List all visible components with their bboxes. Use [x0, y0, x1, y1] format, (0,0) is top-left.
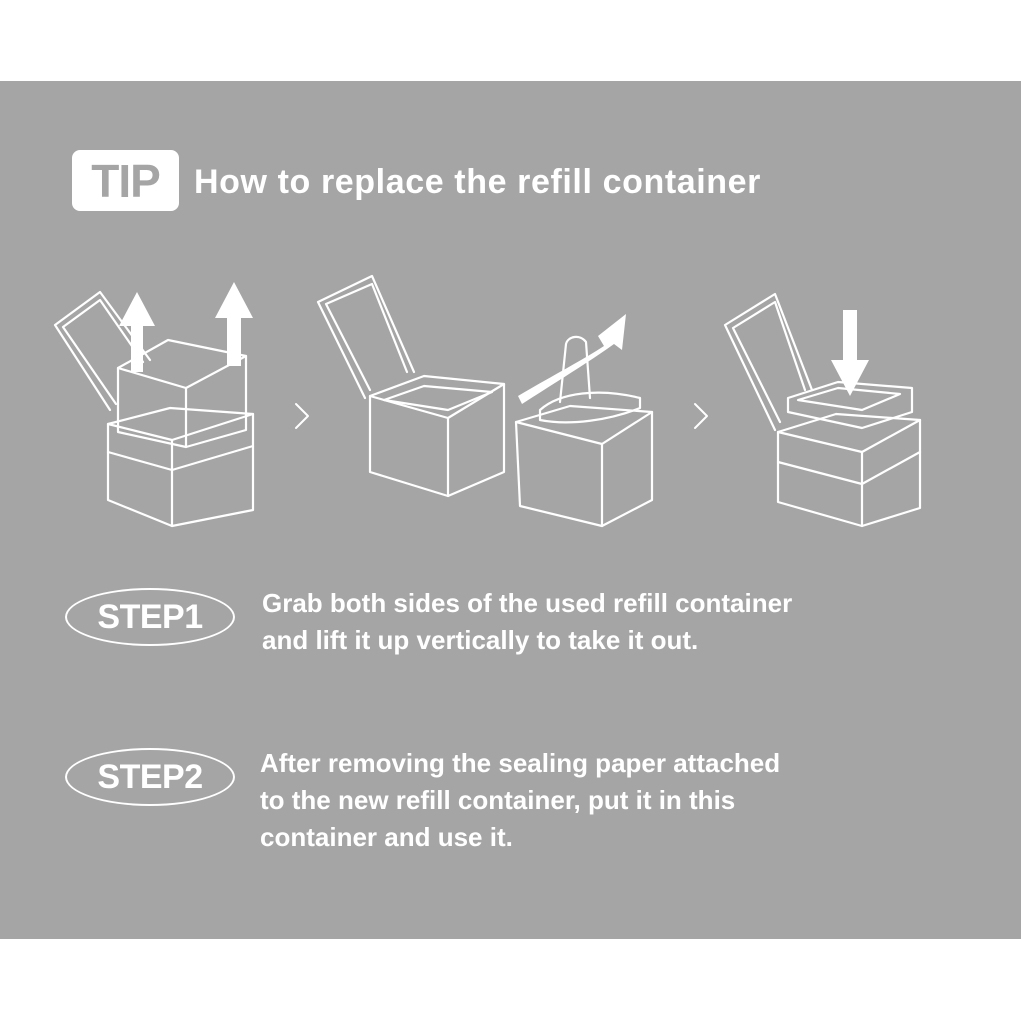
step2-line3: container and use it.	[260, 822, 513, 852]
arrow-up-icon	[215, 282, 253, 366]
container-peel-icon	[316, 274, 654, 528]
illustration-strip	[53, 274, 922, 528]
container-lift-icon	[53, 290, 255, 528]
step1-text: Grab both sides of the used refill conta…	[262, 585, 792, 659]
arrow-down-icon	[831, 310, 869, 396]
curved-arrow-icon	[518, 314, 626, 404]
step1-line2: and lift it up vertically to take it out…	[262, 625, 699, 655]
step2-badge: STEP2	[65, 748, 235, 806]
container-insert-icon	[723, 292, 922, 528]
step2-text: After removing the sealing paper attache…	[260, 745, 780, 856]
arrow-icons	[119, 282, 869, 404]
tip-badge: TIP	[72, 150, 179, 211]
page-title: How to replace the refill container	[194, 163, 762, 201]
step1-line1: Grab both sides of the used refill conta…	[262, 588, 793, 618]
step2-line2: to the new refill container, put it in t…	[260, 785, 736, 815]
arrow-up-icon	[119, 292, 155, 372]
step2-line1: After removing the sealing paper attache…	[260, 748, 781, 778]
chevron-right-icon	[295, 403, 309, 429]
chevron-right-icon	[694, 403, 708, 429]
step1-badge: STEP1	[65, 588, 235, 646]
